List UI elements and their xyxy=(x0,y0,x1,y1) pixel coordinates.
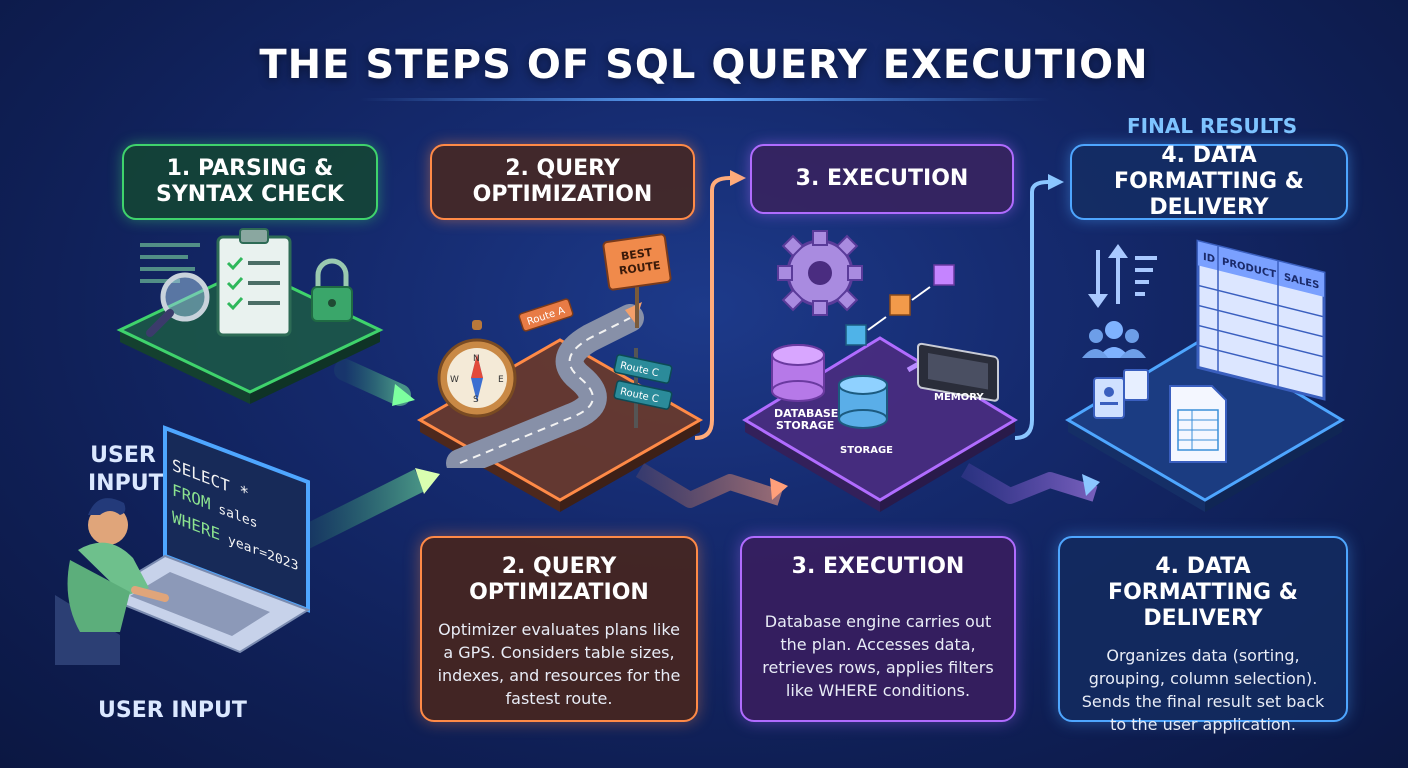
best-route-text: BEST ROUTE xyxy=(616,245,661,278)
step4-header: 4. DATA FORMATTING & DELIVERY xyxy=(1070,143,1348,220)
user-person-icon xyxy=(55,498,169,665)
execution-illustration: DATABASE STORAGE STORAGE MEMORY xyxy=(771,230,999,456)
page-title: THE STEPS OF SQL QUERY EXECUTION xyxy=(259,42,1149,88)
best-route-sign: BEST ROUTE xyxy=(602,233,672,328)
route-a-sign: Route A xyxy=(518,298,574,332)
step4-info-box: 4. DATA FORMATTING & DELIVERY Organizes … xyxy=(1058,536,1348,734)
step4-info-desc: Organizes data (sorting, grouping, colum… xyxy=(1081,646,1325,734)
svg-text:S: S xyxy=(473,395,479,405)
title-underline xyxy=(360,98,1050,101)
step4-header-text: 4. DATA FORMATTING & DELIVERY xyxy=(1114,143,1304,220)
code-lines-icon xyxy=(140,243,200,283)
svg-text:ID: ID xyxy=(1203,252,1215,266)
step3-info-title: 3. EXECUTION xyxy=(791,554,965,579)
step3-header: 3. EXECUTION xyxy=(750,144,1014,214)
step2-header: 2. QUERY OPTIMIZATION xyxy=(430,144,695,220)
final-results-label: FINAL RESULTS xyxy=(1127,114,1298,138)
step2-info-title: 2. QUERY OPTIMIZATION xyxy=(469,554,649,605)
compass-icon: N S W E xyxy=(437,320,517,418)
arrow-input-to-optimization xyxy=(294,468,440,551)
clipboard-checklist-icon xyxy=(216,228,292,337)
lock-icon xyxy=(311,258,353,322)
step2-info-box: 2. QUERY OPTIMIZATION Optimizer evaluate… xyxy=(420,536,698,722)
parsing-illustration xyxy=(140,228,353,337)
id-card-icon xyxy=(1093,369,1149,419)
step2-header-text: 2. QUERY OPTIMIZATION xyxy=(472,156,653,207)
sort-arrows-icon xyxy=(1088,244,1157,308)
arrow-execution-to-delivery xyxy=(1014,174,1064,440)
gear-icon xyxy=(777,230,863,316)
arrow-zigzag-exec-delivery xyxy=(960,463,1100,504)
user-input-label-lower: USER INPUT xyxy=(98,698,247,723)
user-laptop-illustration xyxy=(55,425,311,665)
svg-text:W: W xyxy=(450,375,459,385)
report-document-icon xyxy=(1169,385,1227,463)
step3-info-desc: Database engine carries out the plan. Ac… xyxy=(762,612,994,700)
magnifier-icon xyxy=(146,272,210,337)
storage-icon xyxy=(838,375,888,429)
database-storage-icon xyxy=(771,344,825,402)
arrow-zigzag-opt-exec xyxy=(635,463,788,508)
road-icon xyxy=(446,304,644,468)
laptop-keyboard xyxy=(97,554,311,654)
step4-info-title: 4. DATA FORMATTING & DELIVERY xyxy=(1108,554,1298,631)
arrow-optimization-to-execution xyxy=(694,170,746,440)
database-storage-label: DATABASE STORAGE xyxy=(774,407,842,432)
svg-text:N: N xyxy=(473,354,480,364)
user-input-label-upper: USER INPUT xyxy=(88,443,164,496)
data-cubes-icon xyxy=(845,264,955,346)
step3-header-text: 3. EXECUTION xyxy=(795,166,969,191)
storage-label: STORAGE xyxy=(840,445,893,456)
memory-chip-icon xyxy=(906,342,999,402)
step1-header: 1. PARSING & SYNTAX CHECK xyxy=(122,144,378,220)
optimization-illustration: N S W E BEST ROUTE Route A Route C Route… xyxy=(437,233,673,468)
result-table-icon: ID PRODUCT SALES xyxy=(1196,239,1326,401)
delivery-illustration: ID PRODUCT SALES xyxy=(1082,239,1326,463)
svg-text:E: E xyxy=(498,375,504,385)
step1-header-text: 1. PARSING & SYNTAX CHECK xyxy=(156,156,344,207)
step3-info-box: 3. EXECUTION Database engine carries out… xyxy=(740,536,1016,722)
memory-label: MEMORY xyxy=(934,392,984,403)
step2-info-desc: Optimizer evaluates plans like a GPS. Co… xyxy=(437,620,681,708)
arrow-parsing-to-optimization xyxy=(334,359,415,406)
users-group-icon xyxy=(1082,321,1146,358)
route-c-signs: Route C Route C xyxy=(613,348,673,428)
